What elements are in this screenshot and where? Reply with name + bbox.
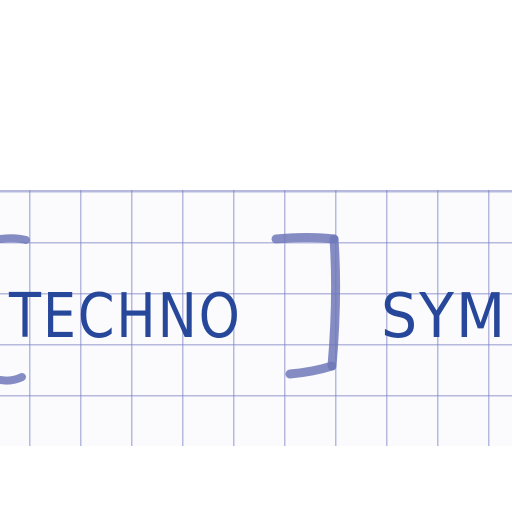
left-bracket-mark <box>0 234 30 385</box>
handwritten-word-sym: SYM <box>381 280 508 352</box>
grid-paper <box>0 190 512 446</box>
handwritten-word-techno: TECHNO <box>9 280 242 352</box>
right-bracket-mark <box>271 233 341 379</box>
